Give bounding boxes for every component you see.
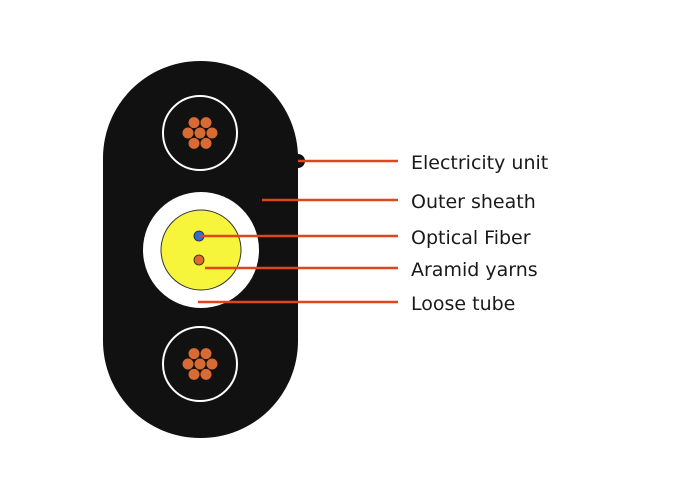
- copper-strand: [182, 127, 194, 139]
- leader-lines: [198, 159, 398, 304]
- electricity-unit-bottom: [162, 326, 238, 402]
- copper-strand: [200, 348, 212, 360]
- copper-strands-top: [182, 117, 218, 149]
- copper-strands-bottom: [182, 348, 218, 380]
- copper-strand: [200, 117, 212, 129]
- label-optical-fiber: Optical Fiber: [411, 227, 531, 249]
- electricity-unit-top-ring: [162, 95, 238, 171]
- aramid-yarn-dot: [193, 254, 205, 266]
- copper-strand: [188, 348, 200, 360]
- electricity-unit-bottom-ring: [162, 326, 238, 402]
- copper-strand: [182, 358, 194, 370]
- copper-strand: [200, 137, 212, 149]
- label-outer-sheath: Outer sheath: [411, 191, 536, 213]
- copper-strand: [194, 127, 206, 139]
- copper-strand: [206, 358, 218, 370]
- copper-strand: [188, 368, 200, 380]
- copper-strand: [194, 358, 206, 370]
- copper-strand: [206, 127, 218, 139]
- label-aramid-yarns: Aramid yarns: [411, 259, 538, 281]
- copper-strand: [200, 368, 212, 380]
- label-loose-tube: Loose tube: [411, 293, 515, 315]
- copper-strand: [188, 137, 200, 149]
- loose-tube-assembly: [143, 192, 259, 308]
- callout-labels: Electricity unit Outer sheath Optical Fi…: [411, 152, 548, 315]
- fiber-core-fill: [160, 209, 242, 291]
- copper-strand: [188, 117, 200, 129]
- label-electricity-unit: Electricity unit: [411, 152, 548, 174]
- electricity-unit-top: [162, 95, 238, 171]
